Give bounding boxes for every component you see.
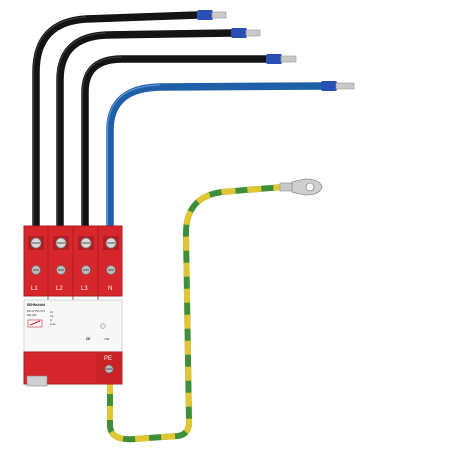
spec-line-2: 952 400: [27, 313, 37, 317]
cable-l1: [32, 11, 199, 232]
terminal-label-l3: L3: [81, 286, 88, 292]
ferrule-n: [321, 81, 355, 91]
cable-l3: [81, 55, 267, 232]
brand-text: DEHNshield: [27, 303, 45, 307]
terminal-label-l2: L2: [56, 286, 63, 292]
pe-label: PE: [104, 356, 112, 362]
spec-line-3: Uc: [50, 310, 54, 314]
phase-cables: [32, 11, 323, 232]
spec-line-4: Up: [50, 314, 54, 318]
cable-n: [106, 82, 323, 232]
spec-line-6: Imax: [50, 322, 56, 326]
terminal-screws-second: [31, 265, 116, 275]
pe-cable: [107, 184, 284, 443]
ferrule-l3: [266, 54, 297, 64]
terminal-label-l1: L1: [31, 286, 38, 292]
spec-line-1: DG M TNS 275: [27, 309, 45, 313]
status-indicator-icon: [100, 323, 106, 329]
ferrules: [197, 10, 355, 91]
vde-mark: VDE: [104, 337, 110, 341]
ce-mark: CE: [86, 337, 90, 341]
ferrule-l2: [231, 28, 261, 38]
cable-l2: [56, 29, 233, 232]
surge-protector-housing: L1 L2 L3 N DEHNshield DG M TNS 275 952 4…: [23, 225, 123, 387]
terminal-label-n: N: [108, 286, 112, 292]
ring-lug-icon: [279, 178, 323, 196]
terminal-screws-top: [28, 236, 119, 250]
spec-line-5: In: [50, 318, 53, 322]
din-rail-clip: [26, 375, 48, 387]
ferrule-l1: [197, 10, 227, 20]
